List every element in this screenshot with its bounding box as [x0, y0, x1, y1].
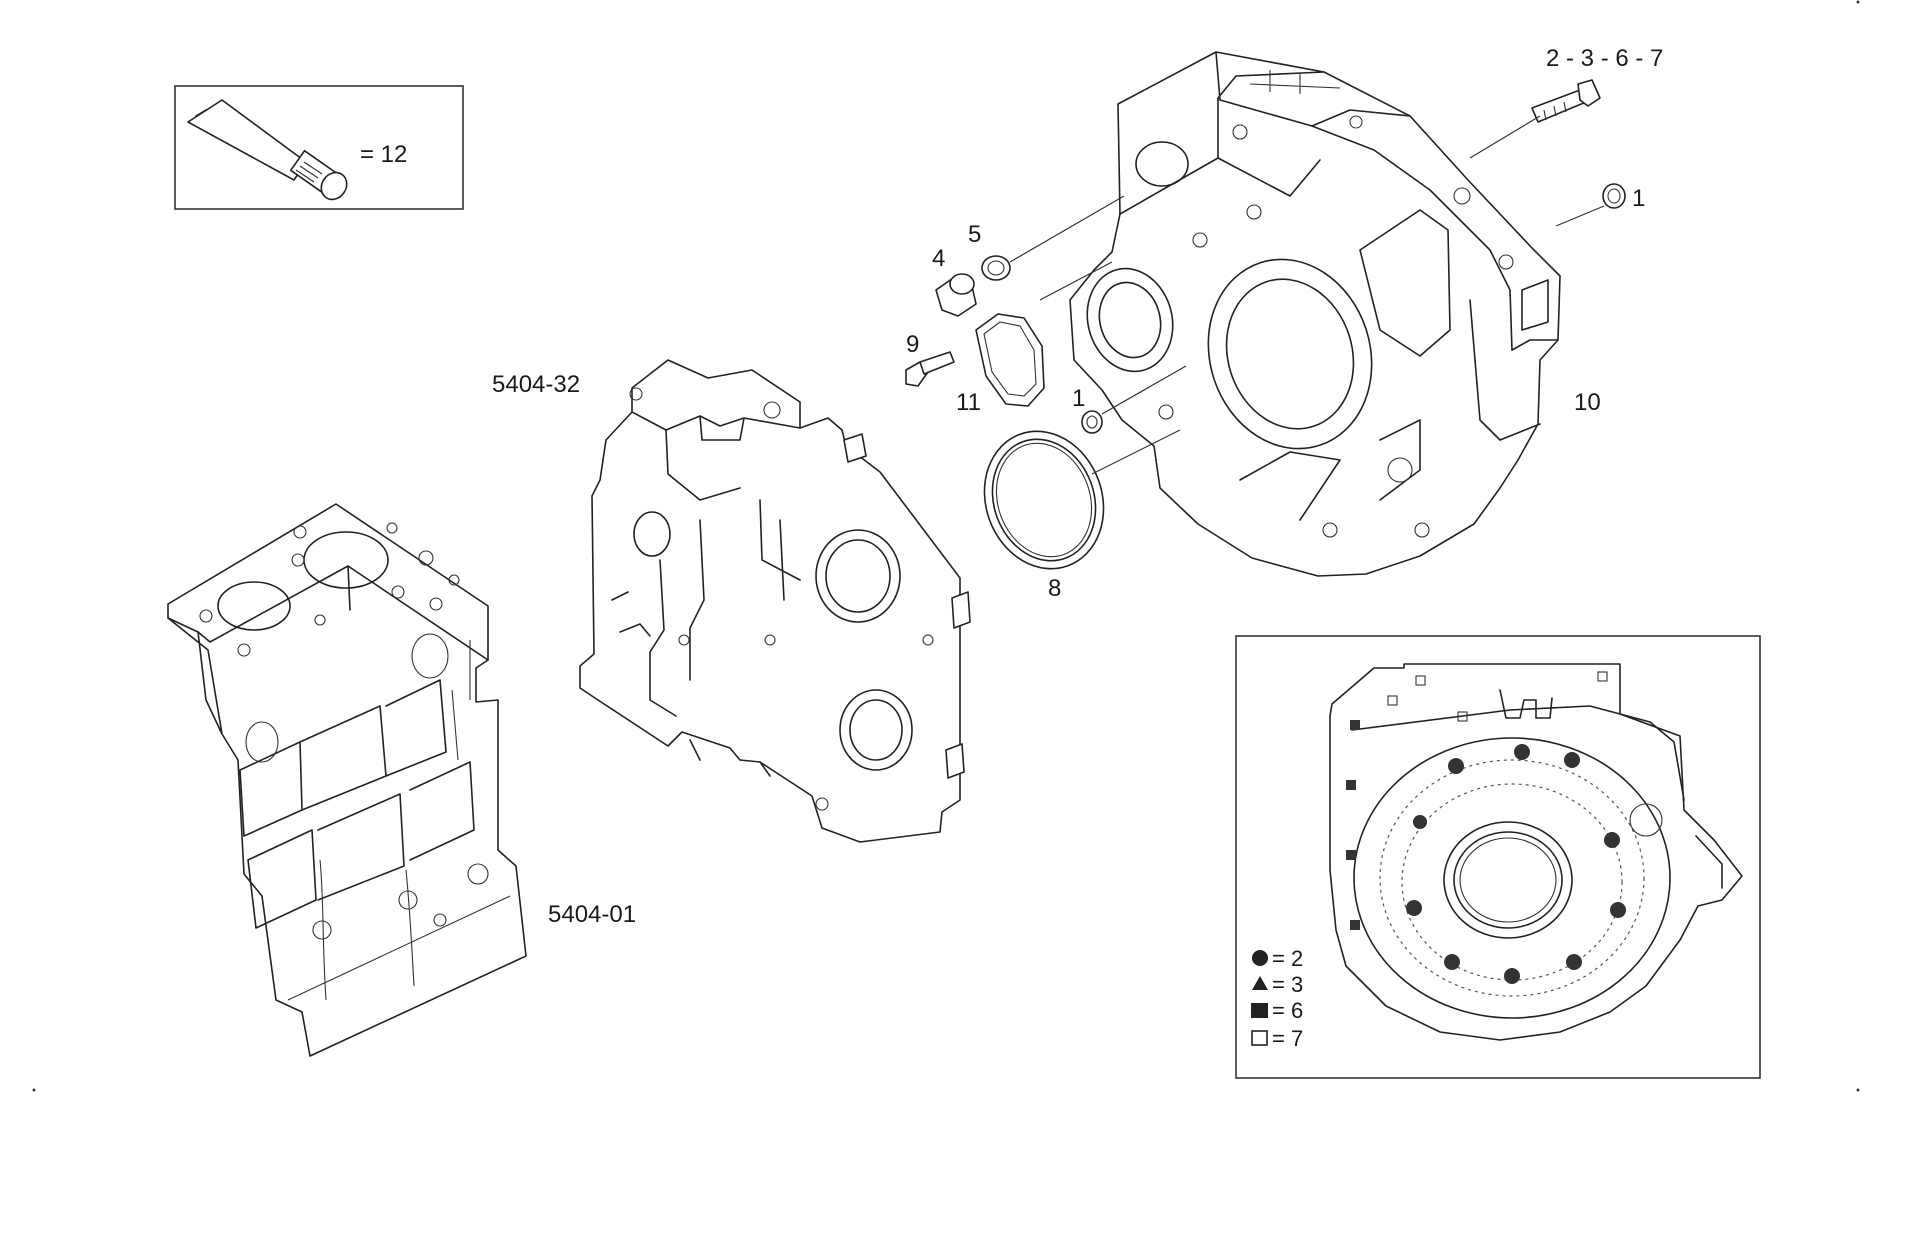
- crop-mark: [1856, 1088, 1860, 1092]
- crop-mark: [32, 1088, 36, 1092]
- callout-gasket-11: 11: [956, 389, 981, 416]
- callout-ring-5: 5: [968, 221, 981, 248]
- callout-bolt-group: 2 - 3 - 6 - 7: [1546, 45, 1663, 72]
- key-label-circle: = 2: [1272, 946, 1303, 971]
- key-label-triangle: = 3: [1272, 972, 1303, 997]
- callout-plug-4: 4: [932, 245, 945, 272]
- housing-rear-view: [1329, 663, 1743, 1041]
- screw-9: [905, 351, 955, 387]
- circle-key-icon: [1252, 950, 1268, 966]
- flywheel-housing: [1069, 51, 1561, 577]
- seal-ring-8: [983, 430, 1105, 570]
- ref-label-block: 5404-01: [548, 901, 636, 928]
- callout-seal-8: 8: [1048, 575, 1061, 602]
- sealant-legend-box: = 12: [174, 85, 464, 210]
- sealant-tube-icon: [187, 99, 348, 201]
- bolt-key-legend: = 2 = 3 = 6 = 7: [1251, 946, 1303, 1051]
- triangle-key-icon: [1252, 976, 1268, 990]
- open-square-key-icon: [1251, 1030, 1268, 1046]
- crop-mark: [1856, 0, 1860, 4]
- front-cover-plate: [579, 359, 971, 843]
- gasket-11: [975, 313, 1045, 407]
- plug-mid: [1081, 410, 1103, 434]
- plug-right: [1602, 183, 1626, 209]
- key-label-filled-square: = 6: [1272, 998, 1303, 1023]
- bolt-pattern-box: = 2 = 3 = 6 = 7: [1235, 635, 1761, 1079]
- callout-plug-mid: 1: [1072, 385, 1085, 412]
- flange-bolt: [1531, 79, 1601, 123]
- callout-plug-right: 1: [1632, 185, 1645, 212]
- engine-block: [167, 503, 527, 1057]
- key-label-open-square: = 7: [1272, 1026, 1303, 1051]
- sealant-legend-label: = 12: [360, 141, 407, 168]
- plug-4: [935, 273, 977, 317]
- callout-housing-10: 10: [1574, 389, 1601, 416]
- filled-square-key-icon: [1251, 1003, 1268, 1018]
- callout-screw-9: 9: [906, 331, 919, 358]
- ring-5: [981, 255, 1011, 281]
- ref-label-front-cover: 5404-32: [492, 371, 580, 398]
